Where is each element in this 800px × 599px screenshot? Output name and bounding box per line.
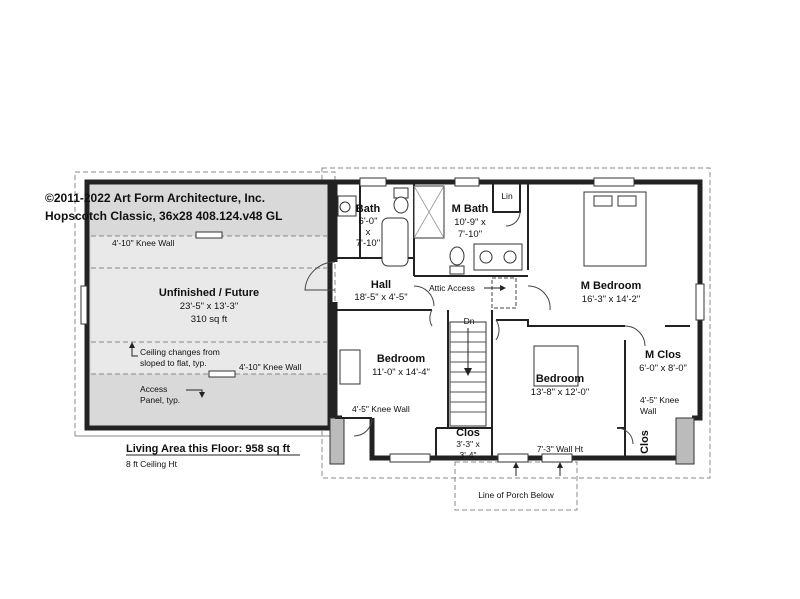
doors bbox=[304, 211, 646, 445]
m-bath-toilet bbox=[449, 246, 465, 266]
main-walls bbox=[329, 179, 703, 465]
bath-name: Bath bbox=[356, 203, 381, 215]
clos-center-name: Clos bbox=[456, 427, 480, 439]
bedroom-center-name: Bedroom bbox=[536, 373, 585, 385]
hall-dims: 18'-5" x 4'-5" bbox=[354, 292, 407, 303]
bath-dim-2: x bbox=[366, 227, 371, 238]
porch-line-note: Line of Porch Below bbox=[478, 490, 554, 500]
bed-center bbox=[533, 345, 579, 387]
bathtub bbox=[381, 217, 409, 267]
access-note-line-1: Access bbox=[140, 384, 167, 394]
living-area-summary: Living Area this Floor: 958 sq ft bbox=[126, 443, 290, 455]
knee-wall-right-line-2: Wall bbox=[640, 406, 656, 416]
m-bath-dim-2: 7'-10" bbox=[458, 229, 482, 240]
ceiling-note-line-1: Ceiling changes from bbox=[140, 347, 220, 357]
bed-master bbox=[583, 191, 647, 267]
access-note-line-2: Panel, typ. bbox=[140, 395, 180, 405]
knee-wall-note-top: 4'-10" Knee Wall bbox=[112, 238, 175, 248]
fixtures bbox=[337, 185, 647, 387]
leader-lines bbox=[126, 285, 563, 476]
bedroom-left-name: Bedroom bbox=[377, 353, 426, 365]
knee-wall-note-bottom: 4'-5" Knee Wall bbox=[352, 404, 410, 414]
knee-wall-right-line-1: 4'-5" Knee bbox=[640, 395, 679, 405]
unfinished-area-sqft: 310 sq ft bbox=[191, 314, 228, 325]
unfinished-name: Unfinished / Future bbox=[159, 287, 259, 299]
ceiling-height-summary: 8 ft Ceiling Ht bbox=[126, 459, 178, 469]
stairs bbox=[449, 321, 487, 427]
knee-wall-block-right bbox=[675, 417, 695, 465]
ceiling-note-line-2: sloped to flat, typ. bbox=[140, 358, 207, 368]
m-bath-name: M Bath bbox=[452, 203, 489, 215]
knee-wall-block-left bbox=[329, 417, 345, 465]
unfinished-area bbox=[80, 179, 333, 431]
access-panel bbox=[195, 231, 223, 239]
m-bedroom-dims: 16'-3" x 14'-2" bbox=[582, 294, 640, 305]
wall-height-note: 7'-3" Wall Ht bbox=[537, 444, 584, 454]
m-bath-dim-1: 10'-9" x bbox=[454, 217, 486, 228]
bed-left bbox=[339, 349, 361, 385]
plan-name: Hopscotch Classic, 36x28 408.124.v48 GL bbox=[45, 209, 282, 223]
copyright-text: ©2011-2022 Art Form Architecture, Inc. bbox=[45, 191, 265, 205]
bedroom-left-dims: 11'-0" x 14'-4" bbox=[372, 367, 430, 378]
clos-right-name: Clos bbox=[639, 430, 651, 454]
stair-down-label: Dn bbox=[464, 316, 475, 326]
bath-dim-3: 7'-10" bbox=[356, 238, 380, 249]
attic-access-hatch bbox=[491, 277, 517, 309]
knee-wall-note-mid: 4'-10" Knee Wall bbox=[239, 362, 302, 372]
clos-center-dim-1: 3'-3" x bbox=[456, 439, 480, 449]
window bbox=[80, 285, 88, 325]
clos-center-dim-2: 3'-4" bbox=[460, 450, 477, 460]
attic-access-note: Attic Access bbox=[429, 283, 475, 293]
m-clos-name: M Clos bbox=[645, 349, 681, 361]
access-panel bbox=[208, 370, 236, 378]
m-clos-dims: 6'-0" x 8'-0" bbox=[639, 363, 687, 374]
hall-name: Hall bbox=[371, 279, 391, 291]
windows bbox=[359, 177, 705, 463]
bedroom-center-dims: 13'-8" x 12'-0" bbox=[531, 387, 589, 398]
lin-name: Lin bbox=[501, 191, 513, 201]
m-bedroom-name: M Bedroom bbox=[581, 280, 642, 292]
unfinished-dims: 23'-5" x 13'-3" bbox=[180, 301, 238, 312]
bath-dim-1: 6'-0" bbox=[359, 216, 378, 227]
toilet-bowl bbox=[393, 196, 409, 214]
